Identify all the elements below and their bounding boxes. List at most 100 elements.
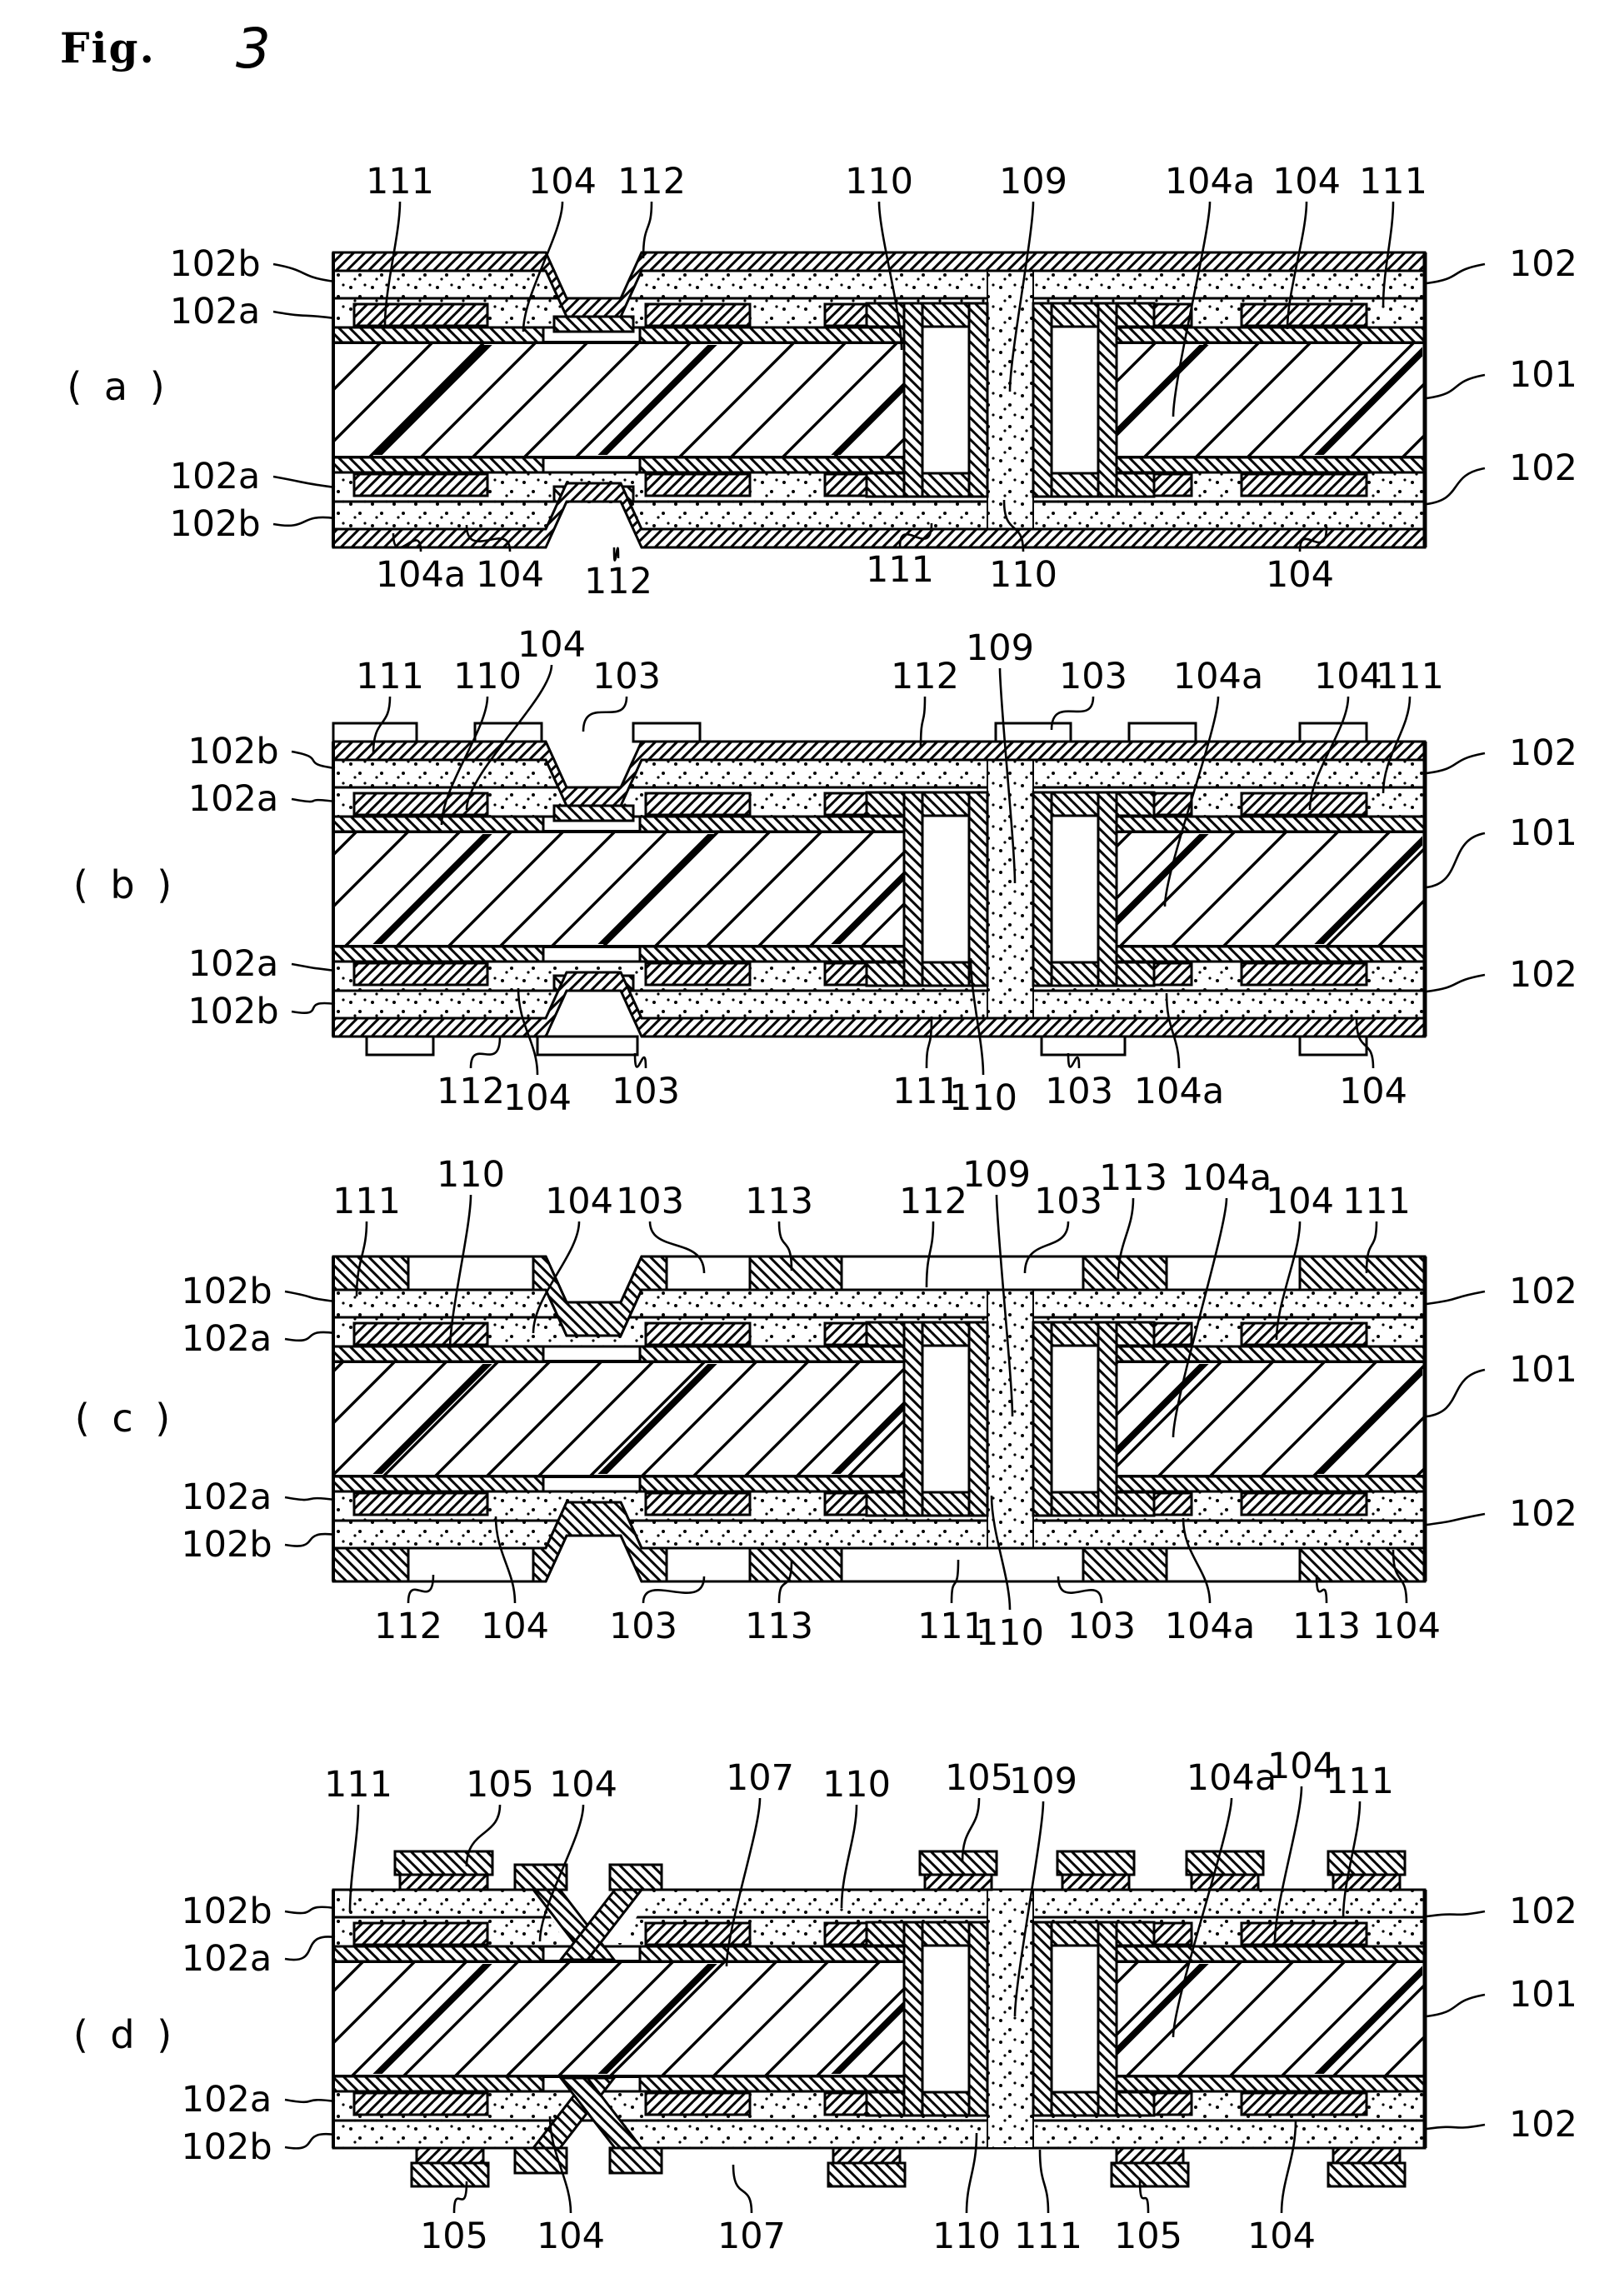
leader-line xyxy=(392,532,422,552)
leader-line xyxy=(465,1804,502,1867)
leader-line xyxy=(925,1016,933,1069)
figure-title-number: 3 xyxy=(235,17,271,81)
leader-line xyxy=(1280,2120,1297,2214)
leader-line xyxy=(1286,201,1308,330)
figure-title-prefix: Fig. xyxy=(60,23,156,72)
panel-letter-c: ( c ) xyxy=(75,1396,175,1441)
leader-line xyxy=(469,1036,502,1069)
ref-label-105: 105 xyxy=(420,2216,488,2257)
ref-label-111: 111 xyxy=(1014,2216,1082,2257)
ref-label-104a: 104a xyxy=(1182,1157,1272,1199)
leader-line xyxy=(1023,1221,1070,1274)
leader-line xyxy=(582,696,628,732)
ref-label-111: 111 xyxy=(892,1071,961,1112)
ref-label-104: 104 xyxy=(545,1181,613,1222)
leader-line xyxy=(407,1574,435,1604)
ref-label-104: 104 xyxy=(1272,161,1341,202)
leader-line xyxy=(777,1559,793,1604)
leader-line xyxy=(1138,2179,1150,2214)
ref-label-102b: 102b xyxy=(187,991,278,1032)
ref-label-112: 112 xyxy=(437,1071,505,1112)
ref-label-104a: 104a xyxy=(1134,1071,1224,1112)
ref-label-111: 111 xyxy=(1342,1181,1411,1222)
ref-label-102: 102 xyxy=(1509,243,1577,285)
leader-line xyxy=(1067,1052,1081,1069)
leader-line xyxy=(284,1331,336,1342)
leader-line xyxy=(355,1221,368,1297)
ref-label-104: 104 xyxy=(549,1764,617,1806)
ref-label-101: 101 xyxy=(1509,1974,1577,2016)
leader-line xyxy=(919,696,927,749)
ref-label-102: 102 xyxy=(1509,2104,1577,2146)
leader-line xyxy=(969,957,985,1076)
leader-line xyxy=(383,201,402,326)
leader-line xyxy=(1426,2123,1486,2131)
ref-label-103: 103 xyxy=(1034,1181,1102,1222)
leader-line xyxy=(372,696,392,755)
leader-line xyxy=(1172,1197,1228,1438)
ref-label-102a: 102a xyxy=(182,1476,272,1518)
leader-line xyxy=(898,522,933,547)
ref-label-104: 104 xyxy=(517,624,586,666)
leader-line xyxy=(272,310,336,320)
ref-label-104a: 104a xyxy=(1165,1606,1255,1647)
panel-letter-b: ( b ) xyxy=(73,862,177,907)
leader-line xyxy=(284,1936,336,1961)
ref-label-111: 111 xyxy=(324,1764,392,1806)
ref-label-102a: 102a xyxy=(188,943,278,985)
leader-line xyxy=(452,2181,468,2214)
leader-line xyxy=(1426,973,1486,993)
board-cross-section-b xyxy=(332,722,1427,1057)
board-cross-section-d xyxy=(332,1850,1427,2188)
leader-line xyxy=(284,1290,336,1303)
leader-line xyxy=(272,516,336,527)
leader-line xyxy=(272,475,336,489)
reference-annotations: ( a ) 111 104 112 110 109 104a 104 111 104a 104 112… xyxy=(67,161,1577,2257)
leader-line xyxy=(1426,1910,1486,1918)
ref-label-102a: 102a xyxy=(188,778,278,820)
ref-label-110: 110 xyxy=(932,2216,1001,2257)
ref-label-105: 105 xyxy=(945,1757,1013,1799)
ref-label-104: 104 xyxy=(481,1606,549,1647)
ref-label-111: 111 xyxy=(332,1181,401,1222)
leader-line xyxy=(348,1804,360,1913)
leader-line xyxy=(522,201,564,332)
ref-label-112: 112 xyxy=(374,1606,442,1647)
leader-line xyxy=(538,1804,585,1942)
leader-line xyxy=(1308,696,1350,811)
panel-letter-a: ( a ) xyxy=(67,364,169,409)
board-cross-section-a xyxy=(332,251,1427,549)
leader-line xyxy=(642,1576,706,1604)
ref-label-104: 104 xyxy=(1267,1746,1336,1787)
ref-label-104: 104 xyxy=(1339,1071,1407,1112)
ref-label-102b: 102b xyxy=(169,503,260,545)
leader-line xyxy=(494,1516,517,1604)
leader-line xyxy=(648,1221,706,1274)
ref-label-109: 109 xyxy=(962,1154,1031,1196)
leader-line xyxy=(1426,1290,1486,1306)
ref-label-102: 102 xyxy=(1509,1891,1577,1932)
leader-line xyxy=(1013,1801,1045,2017)
ref-label-111: 111 xyxy=(1376,656,1444,697)
ref-label-104: 104 xyxy=(537,2216,605,2257)
leader-line xyxy=(1365,1221,1378,1274)
ref-label-110: 110 xyxy=(949,1077,1017,1119)
ref-label-105: 105 xyxy=(466,1764,534,1806)
ref-label-111: 111 xyxy=(917,1606,986,1647)
ref-label-102: 102 xyxy=(1509,732,1577,774)
ref-label-102: 102 xyxy=(1509,447,1577,489)
ref-label-107: 107 xyxy=(726,1757,794,1799)
leader-line xyxy=(633,1052,647,1069)
leader-line xyxy=(1426,1993,1486,2018)
ref-label-112: 112 xyxy=(899,1181,967,1222)
leader-line xyxy=(1172,201,1212,417)
ref-label-109: 109 xyxy=(1009,1761,1077,1802)
ref-label-101: 101 xyxy=(1509,812,1577,854)
leader-line xyxy=(1172,1797,1233,2038)
leader-line xyxy=(1355,1017,1375,1069)
ref-label-102b: 102b xyxy=(169,243,260,285)
leader-line xyxy=(877,201,903,351)
leader-line xyxy=(284,1496,336,1501)
